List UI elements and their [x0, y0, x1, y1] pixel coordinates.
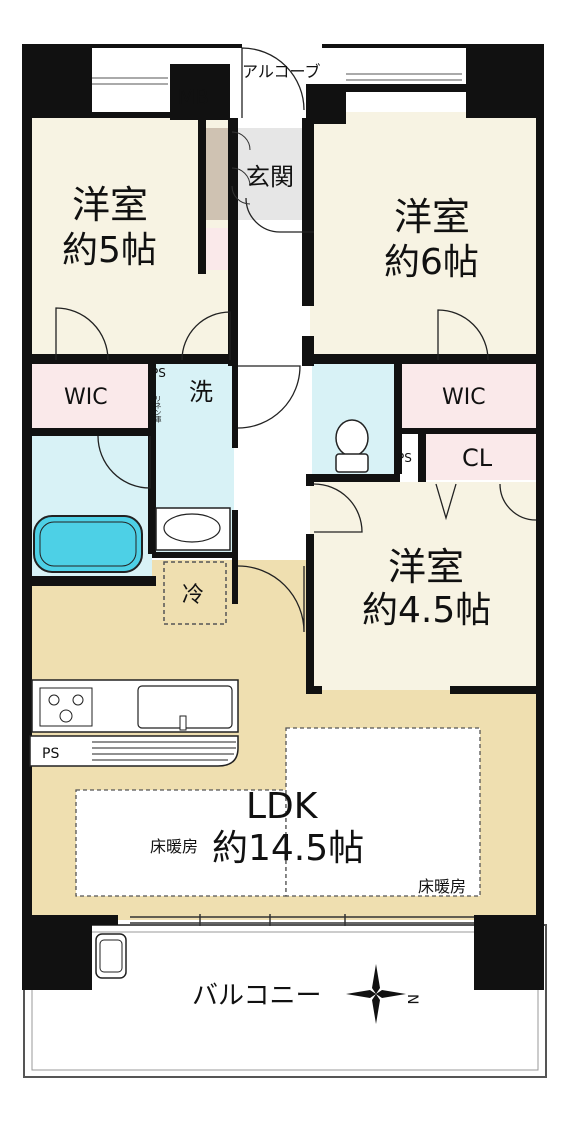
- alcove-label: アルコーブ: [242, 62, 321, 81]
- wic-left-floor: [30, 360, 150, 430]
- room-6-name: 洋室: [394, 195, 470, 239]
- bathtub: [33, 515, 143, 573]
- floor-heating-right-label: 床暖房: [418, 877, 466, 896]
- entrance-label: 玄関: [246, 163, 294, 191]
- room-45-floor: [310, 482, 540, 690]
- walls: [22, 44, 544, 990]
- balcony-windows: [130, 914, 474, 926]
- balcony-label: バルコニー: [192, 981, 321, 1011]
- room-5-name: 洋室: [72, 183, 148, 227]
- kitchen-counter: [29, 679, 239, 767]
- cl-floor: [424, 432, 540, 480]
- fridge-label: 冷: [182, 583, 204, 608]
- top-windows: [92, 73, 462, 85]
- room-5-floor: [30, 112, 228, 362]
- wic-left-label: WIC: [64, 385, 108, 410]
- room-5-size: 約5帖: [62, 230, 157, 271]
- closet-label: CL: [462, 444, 493, 472]
- mb-label: MB: [178, 85, 209, 109]
- ac-outdoor-unit-inner: [99, 939, 123, 973]
- room-6-size: 約6帖: [384, 242, 479, 283]
- ldk-size: 約14.5帖: [212, 828, 364, 869]
- shoebox: [204, 128, 232, 220]
- ps-upper-left-label: PS: [151, 366, 166, 380]
- ps-middle-label: PS: [397, 451, 412, 465]
- balcony-inner-line: [31, 931, 539, 1071]
- room-45-size: 約4.5帖: [362, 590, 491, 631]
- washbasin-bowl: [163, 513, 221, 543]
- small-storage: [204, 228, 228, 270]
- ldk-heating-label: 床暖房: [150, 837, 198, 856]
- compass-icon: [346, 964, 406, 1024]
- floor-heating-zones: [75, 727, 481, 897]
- north-mark-label: N: [404, 994, 420, 1004]
- shoe-cabinet-doors: [231, 131, 251, 205]
- toilet: [335, 419, 369, 473]
- room-6-floor: [310, 112, 540, 360]
- wic-right-floor: [400, 362, 540, 430]
- room-45-name: 洋室: [388, 545, 464, 589]
- fridge-space: [163, 561, 227, 625]
- ps-kitchen-label: PS: [42, 746, 59, 762]
- laundry-label: 洗: [189, 378, 213, 406]
- washbasin: [155, 507, 231, 551]
- door-swings: [55, 47, 537, 633]
- ldk-name: LDK: [246, 786, 319, 827]
- linen-label: リネン庫: [154, 395, 162, 424]
- wic-right-label: WIC: [442, 385, 486, 410]
- bathtub-inner: [39, 521, 137, 567]
- ac-outdoor-unit: [95, 933, 127, 979]
